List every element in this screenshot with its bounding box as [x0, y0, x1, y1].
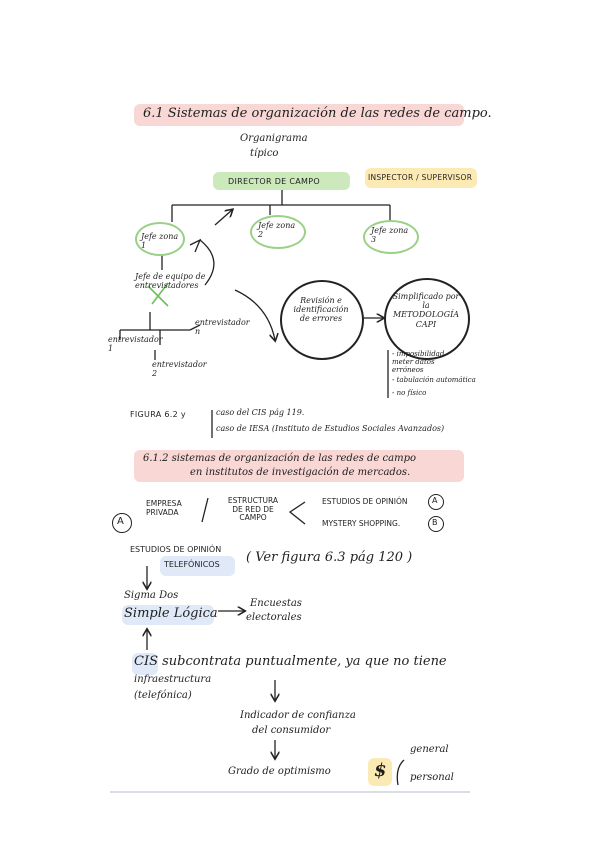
telefonicos-highlight: [160, 556, 235, 576]
title-1-highlight: [134, 104, 464, 126]
simplificado-text: Simplificado por la METODOLOGÍA CAPI: [392, 292, 460, 329]
figura-label: FIGURA 6.2 y: [130, 410, 186, 419]
section-1-title: 6.1 Sistemas de organización de las rede…: [143, 106, 492, 121]
section-2-title-line-2: en institutos de investigación de mercad…: [190, 467, 411, 478]
simple-logica-highlight: [122, 605, 214, 625]
jefe-zona-3: Jefe zona 3: [371, 226, 409, 245]
cis-line-1: CIS subcontrata puntualmente, ya que no …: [134, 654, 447, 669]
badge-b-circle: [428, 516, 444, 532]
circle-a-label: A: [117, 516, 125, 527]
cis-line-3: (telefónica): [134, 690, 192, 701]
director-box: DIRECTOR DE CAMPO: [228, 177, 320, 186]
bullet-2: - tabulación automática: [392, 376, 476, 384]
simplificado-circle: [384, 278, 470, 360]
figura-ref-1: caso del CIS pág 119.: [216, 408, 305, 417]
figura-ref-2: caso de IESA (Instituto de Estudios Soci…: [216, 424, 445, 433]
inspector-highlight: [365, 168, 477, 188]
dollar-sign: $: [374, 760, 387, 781]
sigma-dos: Sigma Dos: [124, 590, 179, 601]
section-2-title-line-1: 6.1.2 sistemas de organización de las re…: [143, 453, 417, 464]
inspector-box: INSPECTOR / SUPERVISOR: [368, 173, 473, 182]
entrevistador-1: entrevistador 1: [108, 335, 163, 354]
dollar-highlight: [368, 758, 392, 786]
chart-caption-line-2: típico: [250, 148, 279, 159]
mystery-shopping: MYSTERY SHOPPING.: [322, 519, 401, 528]
telefonicos-line-2: TELEFÓNICOS: [164, 560, 220, 569]
chart-caption-line-1: Organigrama: [240, 133, 308, 144]
estudios-opinion: ESTUDIOS DE OPINIÓN: [322, 497, 408, 506]
indicador-line-1: Indicador de confianza: [240, 710, 356, 721]
jefe-zona-1: Jefe zona 1: [141, 232, 179, 251]
badge-a: A: [432, 496, 438, 505]
bullet-1: - imposibilidad meter datos erróneos: [392, 350, 445, 375]
jefe-zona-1-circle: [135, 222, 185, 256]
circle-a: [112, 513, 132, 533]
jefe-zona-2-circle: [250, 215, 306, 249]
estructura-red: ESTRUCTURA DE RED DE CAMPO: [227, 496, 279, 523]
cis-highlight: [132, 653, 158, 675]
title-2-highlight: [134, 450, 464, 482]
bullet-3: - no físico: [392, 389, 427, 397]
revision-text: Revisión e identificación de errores: [293, 296, 349, 324]
simple-logica: Simple Lógica: [124, 606, 218, 621]
encuestas-line-1: Encuestas: [250, 598, 302, 609]
jefe-equipo: Jefe de equipo de entrevistadores: [135, 272, 206, 291]
badge-b: B: [432, 518, 438, 527]
ver-figura: ( Ver figura 6.3 pág 120 ): [246, 550, 413, 565]
indicador-line-2: del consumidor: [252, 725, 331, 736]
general-label: general: [410, 744, 449, 755]
badge-a-circle: [428, 494, 444, 510]
entrevistador-2: entrevistador 2: [152, 360, 207, 379]
jefe-zona-3-circle: [363, 220, 419, 254]
entrevistador-n: entrevistador n: [195, 318, 250, 337]
jefe-zona-2: Jefe zona 2: [258, 221, 296, 240]
director-highlight: [213, 172, 350, 190]
revision-circle: [280, 280, 364, 360]
personal-label: personal: [410, 772, 454, 783]
grado-optimismo: Grado de optimismo: [228, 766, 331, 777]
encuestas-line-2: electorales: [246, 612, 302, 623]
telefonicos-line-1: ESTUDIOS DE OPINIÓN: [130, 545, 222, 554]
cis-line-2: infraestructura: [134, 674, 212, 685]
empresa-privada: EMPRESA PRIVADA: [146, 499, 182, 517]
